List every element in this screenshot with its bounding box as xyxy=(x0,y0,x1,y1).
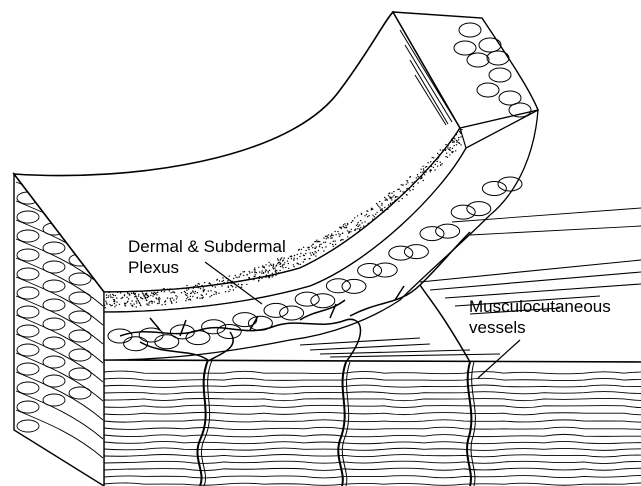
dermal-label-line2: Plexus xyxy=(128,257,286,278)
muscle-label-line2: vessels xyxy=(469,317,611,338)
muscle-layer xyxy=(104,360,641,486)
dermal-label-line1: Dermal & Subdermal xyxy=(128,236,286,257)
dermal-subdermal-plexus-label: Dermal & Subdermal Plexus xyxy=(128,236,286,278)
musculocutaneous-vessels-label: Musculocutaneous vessels xyxy=(469,296,611,338)
muscle-label-line1: Musculocutaneous xyxy=(469,296,611,317)
